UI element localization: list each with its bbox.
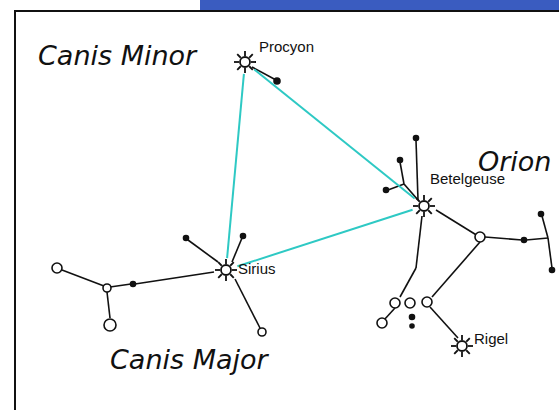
triangle-line bbox=[237, 210, 412, 267]
star: Sirius bbox=[214, 258, 238, 282]
star-symbol bbox=[412, 194, 436, 218]
constellation-name: Canis Minor bbox=[38, 40, 196, 71]
star-name: Procyon bbox=[259, 38, 314, 55]
star-name: Sirius bbox=[238, 260, 276, 277]
triangle-line bbox=[254, 70, 414, 199]
star-symbol bbox=[214, 258, 238, 282]
orion-figure bbox=[377, 136, 555, 339]
star: Betelgeuse bbox=[412, 194, 436, 218]
star: Rigel bbox=[450, 334, 474, 358]
constellation-name: Canis Major bbox=[110, 344, 268, 375]
star-symbol bbox=[233, 50, 257, 74]
canis-minor-figure bbox=[252, 67, 280, 84]
star: Procyon bbox=[233, 50, 257, 74]
canis-major-figure bbox=[52, 234, 266, 337]
constellation-name: Orion bbox=[478, 146, 552, 177]
triangle-line bbox=[227, 74, 244, 258]
star-name: Rigel bbox=[474, 330, 508, 347]
frame bbox=[15, 11, 559, 410]
star-symbol bbox=[450, 334, 474, 358]
top-band bbox=[200, 0, 559, 11]
